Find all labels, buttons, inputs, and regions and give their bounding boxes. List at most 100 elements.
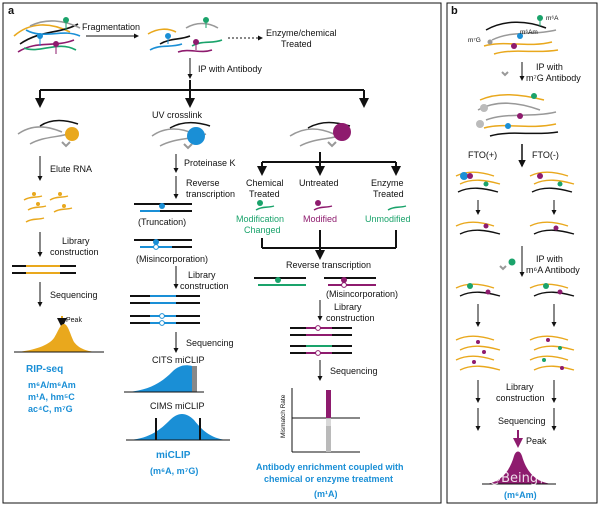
fragmentation-label: Fragmentation [82,22,140,32]
miclip-mods: (m⁶A, m⁷G) [150,466,198,476]
misincorporation-label-3: (Misincorporation) [326,289,398,299]
m6am-label: m⁶Am [520,29,538,36]
antibody-enrichment-label-1: Antibody enrichment coupled with [256,462,404,472]
panel-a-frame [2,2,442,504]
library-label-3b: construction [326,313,375,323]
modification-changed-label-1: Modification [236,214,284,224]
uv-crosslink-label: UV crosslink [152,110,203,120]
misincorporation-duplex [134,239,192,250]
enzyme-chemical-label-1: Enzyme/chemical [266,28,337,38]
ip-with-m6a-label-2: m⁶A Antibody [526,265,580,275]
peak-label-rip: Peak [66,317,82,324]
library-bundle-left-marks [472,340,486,364]
eluted-rna-fragments [23,195,73,223]
fto-minus-rna-2 [529,221,575,235]
result-mod-b: (m⁶Am) [504,490,537,500]
treated-fragment-chemical [255,200,275,211]
rip-seq-title: RIP-seq [26,364,63,375]
antibody-enrichment-label-2: chemical or enzyme treatment [264,474,393,484]
panel-b-letter: b [451,5,458,17]
library-label-3a: Library [334,302,362,312]
miclip-library [130,295,200,324]
fto-minus-mark-2 [553,225,559,231]
fto-plus-rna-2 [455,221,501,235]
fto-minus-rna-1 [529,171,575,193]
panel-b-marks-initial [487,15,543,49]
panel-b-captured-marks [476,93,537,129]
unmodified-label: Unmodified [365,214,411,224]
peak-label-b: Peak [526,436,547,446]
enzyme-chemical-label-2: Treated [281,39,312,49]
m7g-antibody-icon [501,71,509,77]
mismatch-rate-axis-label: Mismatch Rate [280,394,287,438]
rt-duplex-green [254,277,306,286]
mod-markers-fragments [165,17,209,50]
sequencing-label-b: Sequencing [498,416,546,426]
ip-m6a-marks-right [543,283,563,295]
library-bundle-right-marks [542,338,564,370]
treated-fragment-enzyme [387,205,407,211]
antibody-bead-gold [65,127,79,141]
m7g-label: m⁷G [468,37,481,44]
mod-markers-initial [37,17,69,54]
ip-with-antibody-label: IP with Antibody [198,64,262,74]
rip-library [12,265,76,274]
rna-fragments [147,22,223,53]
watermark: 知乎 @Being科学 [458,470,564,486]
rip-seq-mods-1: m⁶A/m⁶Am [28,380,76,390]
library-bundle-right [529,335,575,371]
fto-plus-mark-2 [483,223,489,229]
fto-plus-label: FTO(+) [468,150,497,160]
antibody-bead-blue [187,127,205,145]
fto-minus-label: FTO(-) [532,150,559,160]
branch3-splitter [257,152,401,176]
ip-with-m7g-label-2: m⁷G Antibody [526,73,581,83]
untreated-label: Untreated [299,178,339,188]
chemical-treated-label-2: Treated [249,189,280,199]
rt-duplex-purple [324,277,376,288]
ip-m6a-rna-right [529,283,575,297]
library-bundle-left [455,335,501,371]
rt-label-1: Reverse [186,178,220,188]
antibody-enrichment-mod: (m¹A) [314,489,338,499]
miclip-library-marks [159,313,165,326]
elute-rna-label: Elute RNA [50,164,92,174]
sequencing-label-3: Sequencing [330,366,378,376]
library-label-2b: construction [180,281,229,291]
library-label-1a: Library [62,236,90,246]
library-label-b-2: construction [496,393,545,403]
branch3-merge [261,230,397,260]
modified-label: Modified [303,214,337,224]
cims-peak-curve [130,414,226,440]
rip-seq-mods-2: m¹A, hm⁵C [28,392,75,402]
cits-peak-curve [128,365,196,392]
truncation-duplex [134,203,192,212]
m6am-peak-curve [486,451,552,484]
enzyme-treated-label-1: Enzyme [371,178,404,188]
rip-peak-curve [18,324,100,352]
fto-plus-marks-1 [460,172,489,187]
library-label-2a: Library [188,270,216,280]
sequencing-label-2: Sequencing [186,338,234,348]
proteinase-k-label: Proteinase K [184,158,236,168]
library-label-b-1: Library [506,382,534,392]
fto-minus-marks-1 [537,173,563,187]
panel-b-rna-initial [483,21,559,55]
m6a-antibody-icon [499,265,507,271]
library-label-1b: construction [50,247,99,257]
branch-splitter [35,80,369,108]
cits-crosslink-bar [192,366,197,392]
ip-with-m6a-label-1: IP with [536,254,563,264]
truncation-label: (Truncation) [138,217,186,227]
panel-b-frame [446,2,598,504]
reverse-transcription-label-3: Reverse transcription [286,260,371,270]
misincorporation-label: (Misincorporation) [136,254,208,264]
ip-with-m7g-label-1: IP with [536,62,563,72]
m6a-antibody-bead [508,258,516,266]
cims-miclip-label: CIMS miCLIP [150,401,205,411]
eluted-rna-marks [32,192,66,208]
branch3-library-marks [315,325,321,356]
enzyme-treated-label-2: Treated [373,189,404,199]
antibody-icon-2 [183,143,193,150]
sequencing-label-1: Sequencing [50,290,98,300]
